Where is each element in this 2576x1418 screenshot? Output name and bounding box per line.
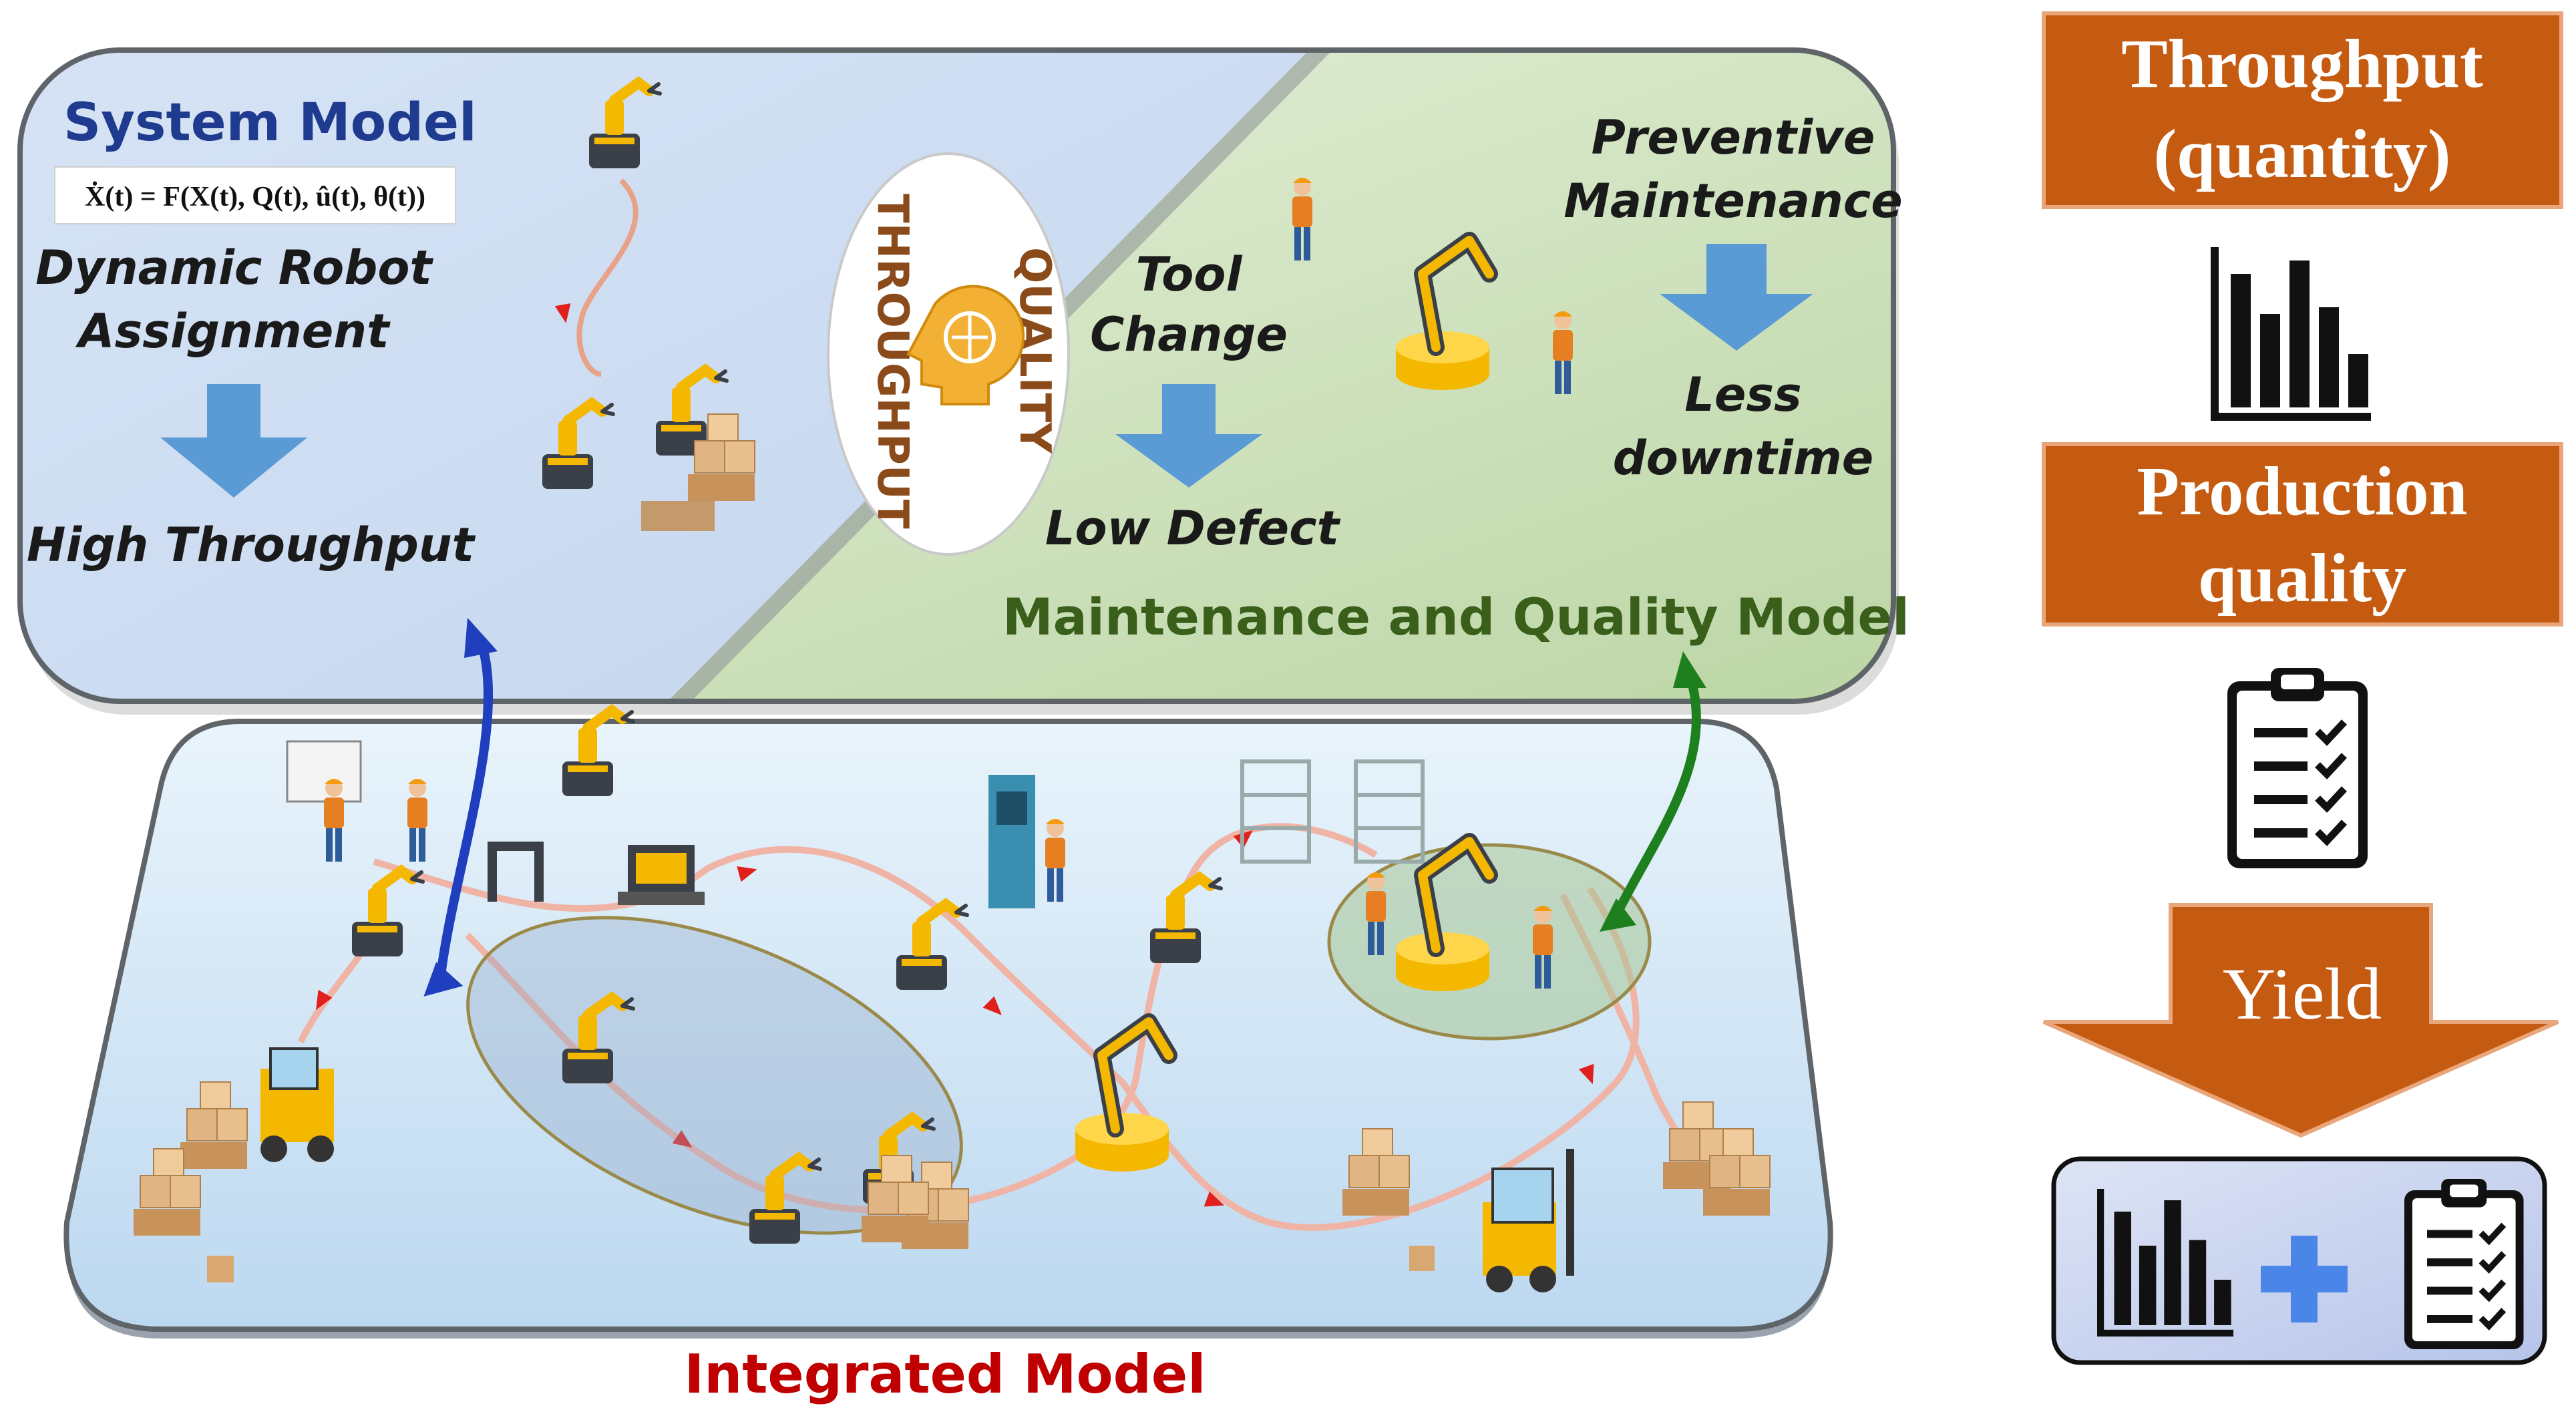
- forklift-icon: [1483, 1149, 1574, 1292]
- box-icon: [1409, 1246, 1435, 1271]
- system-cluster-ellipse: [466, 916, 963, 1235]
- throughput-line1: Throughput: [2121, 25, 2483, 102]
- state-equation: Ẋ(t) = F(X(t), Q(t), û(t), θ(t)): [85, 181, 425, 212]
- quality-line2: quality: [2198, 540, 2406, 616]
- green-bidirectional-link: [1600, 651, 1706, 932]
- low-defect-label: Low Defect: [1045, 501, 1341, 556]
- throughput-box: [2042, 11, 2563, 209]
- right-panel: Throughput (quantity) Production quality…: [2042, 11, 2563, 1365]
- control-cabinet-icon: [988, 775, 1065, 908]
- center-badge: THROUGHPUT QUALITY: [827, 152, 1070, 556]
- preventive-down-arrow: [1660, 244, 1813, 351]
- integrated-floor: [63, 711, 1833, 1339]
- equation-box: [54, 166, 456, 224]
- checklist-icon: [2227, 668, 2368, 868]
- tool-change-down-arrow: [1115, 384, 1262, 488]
- blue-bidirectional-link: [423, 618, 498, 997]
- yield-label: Yield: [2223, 953, 2382, 1035]
- system-robot-illustration: [542, 83, 755, 531]
- bar-chart-icon: [2211, 247, 2371, 421]
- computer-icon: [618, 845, 705, 905]
- yield-arrow: [2042, 903, 2559, 1138]
- less-downtime-line2: downtime: [1613, 431, 1874, 486]
- system-model: System Model Ẋ(t) = F(X(t), Q(t), û(t), …: [27, 83, 755, 572]
- maintenance-model: Tool Change Low Defect Preventive Mainte…: [1002, 110, 1909, 647]
- preventive-line2: Maintenance: [1563, 174, 1903, 228]
- throughput-line2: (quantity): [2154, 116, 2451, 192]
- plus-icon: [2261, 1236, 2348, 1322]
- maintenance-cluster-ellipse: [1327, 843, 1652, 1041]
- yield-checklist-icon: [2404, 1179, 2524, 1349]
- less-downtime-line1: Less: [1684, 367, 1801, 422]
- system-down-arrow: [160, 384, 307, 498]
- system-step-bottom: High Throughput: [27, 518, 476, 572]
- preventive-line1: Preventive: [1592, 110, 1875, 165]
- system-model-title: System Model: [63, 93, 477, 153]
- system-step-top-line1: Dynamic Robot: [35, 240, 433, 295]
- pallet-icon: [641, 501, 715, 531]
- quality-line1: Production: [2137, 453, 2467, 530]
- box-icon: [207, 1256, 234, 1282]
- quality-box: [2042, 442, 2563, 627]
- floor-objects: [133, 711, 1771, 1292]
- system-step-top-line2: Assignment: [75, 304, 391, 359]
- throughput-vertical-label: THROUGHPUT: [868, 194, 917, 529]
- tool-change-line2: Change: [1090, 307, 1288, 362]
- whiteboard-icon: [286, 740, 362, 803]
- integrated-model-title: Integrated Model: [684, 1343, 1206, 1405]
- brain-head-icon: [906, 285, 1025, 405]
- gantry-icon: [488, 842, 544, 902]
- shelf-icon: [1240, 759, 1425, 864]
- maintenance-model-title: Maintenance and Quality Model: [1002, 587, 1909, 647]
- forklift-icon: [180, 1047, 334, 1170]
- tool-change-line1: Tool: [1136, 247, 1243, 302]
